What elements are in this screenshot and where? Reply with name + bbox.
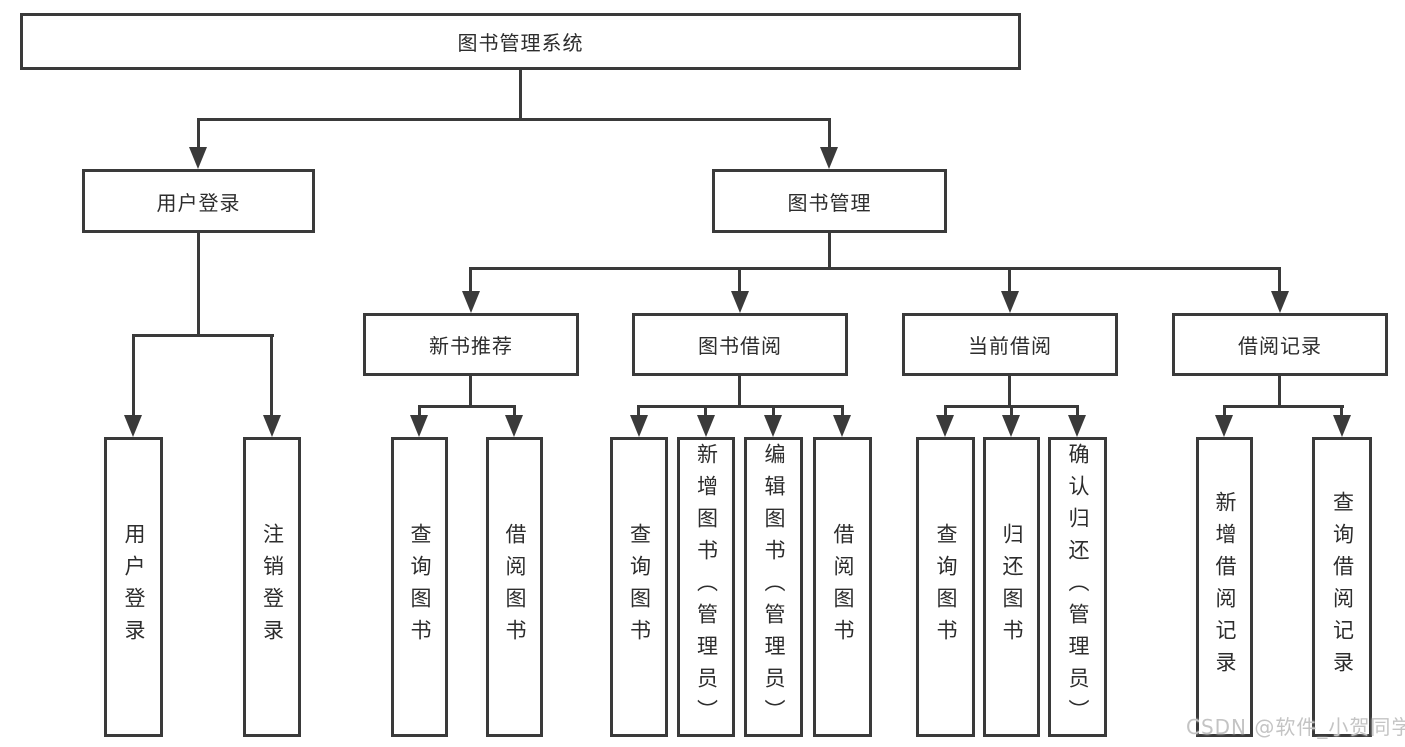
arrow-to-user-login-icon: [189, 147, 207, 169]
connector-to-user-login-line: [197, 118, 200, 150]
connector-to-leaf-add-record-line: [1223, 405, 1226, 419]
connector-book-management-stem: [828, 233, 831, 267]
arrow-to-current-borrowing-icon: [1001, 291, 1019, 313]
leaf-user-login-label: 用户登录: [122, 523, 146, 651]
node-book-borrowing: 图书借阅: [632, 313, 848, 376]
connector-root-crossbar: [197, 118, 831, 121]
leaf-edit-books-admin-label: 编辑图书（管理员）: [762, 443, 786, 731]
node-root-label: 图书管理系统: [457, 31, 584, 55]
leaf-borrow-books: 借阅图书: [813, 437, 872, 737]
csdn-watermark: CSDN @软件_小贺同学: [1186, 715, 1405, 739]
node-new-book-recommend-label: 新书推荐: [429, 334, 513, 358]
leaf-return-books: 归还图书: [983, 437, 1040, 737]
connector-to-leaf-add-books-line: [704, 405, 707, 419]
leaf-query-books-current-label: 查询图书: [934, 523, 958, 651]
connector-to-leaf-borrow-recommend-line: [513, 405, 516, 419]
leaf-return-books-label: 归还图书: [1000, 523, 1024, 651]
arrow-to-borrowing-records-icon: [1271, 291, 1289, 313]
leaf-query-books-recommend: 查询图书: [391, 437, 448, 737]
leaf-borrow-books-label: 借阅图书: [831, 523, 855, 651]
leaf-confirm-return-admin: 确认归还（管理员）: [1048, 437, 1107, 737]
leaf-query-books-borrowing-label: 查询图书: [627, 523, 652, 651]
leaf-add-books-admin: 新增图书（管理员）: [677, 437, 735, 737]
connector-user-login-stem: [197, 233, 200, 334]
connector-to-current-borrowing-line: [1008, 267, 1011, 293]
connector-to-leaf-query-current-line: [944, 405, 947, 419]
connector-new-book-recommend-stem: [469, 376, 472, 405]
arrow-to-leaf-add-record-icon: [1215, 415, 1233, 437]
leaf-borrow-books-recommend-label: 借阅图书: [503, 523, 527, 651]
leaf-user-login: 用户登录: [104, 437, 163, 737]
connector-to-leaf-query-recommend-line: [418, 405, 421, 419]
node-root: 图书管理系统: [20, 13, 1021, 70]
arrow-to-book-management-icon: [820, 147, 838, 169]
connector-book-borrowing-stem: [738, 376, 741, 405]
connector-to-leaf-logout-line: [270, 334, 273, 418]
leaf-add-borrow-record: 新增借阅记录: [1196, 437, 1253, 737]
arrow-to-leaf-edit-books-icon: [764, 415, 782, 437]
node-book-borrowing-label: 图书借阅: [698, 334, 782, 358]
connector-to-leaf-user-login-line: [132, 334, 135, 418]
node-new-book-recommend: 新书推荐: [363, 313, 579, 376]
arrow-to-leaf-query-current-icon: [936, 415, 954, 437]
arrow-to-leaf-query-record-icon: [1333, 415, 1351, 437]
connector-to-book-borrowing-line: [738, 267, 741, 293]
connector-to-leaf-edit-books-line: [772, 405, 775, 419]
connector-root-stem: [519, 70, 522, 118]
connector-to-new-book-recommend-line: [469, 267, 472, 293]
leaf-query-books-borrowing: 查询图书: [610, 437, 668, 737]
node-user-login: 用户登录: [82, 169, 315, 233]
node-borrowing-records: 借阅记录: [1172, 313, 1388, 376]
leaf-confirm-return-admin-label: 确认归还（管理员）: [1066, 443, 1090, 731]
connector-borrowing-records-crossbar: [1223, 405, 1344, 408]
leaf-logout: 注销登录: [243, 437, 301, 737]
arrow-to-leaf-query-recommend-icon: [410, 415, 428, 437]
arrow-to-new-book-recommend-icon: [462, 291, 480, 313]
arrow-to-leaf-return-books-icon: [1002, 415, 1020, 437]
leaf-edit-books-admin: 编辑图书（管理员）: [744, 437, 803, 737]
leaf-query-borrow-record-label: 查询借阅记录: [1330, 491, 1355, 683]
connector-current-borrowing-stem: [1008, 376, 1011, 405]
node-current-borrowing: 当前借阅: [902, 313, 1118, 376]
arrow-to-leaf-logout-icon: [263, 415, 281, 437]
connector-borrowing-records-stem: [1278, 376, 1281, 405]
connector-to-borrowing-records-line: [1278, 267, 1281, 293]
connector-to-leaf-query-record-line: [1340, 405, 1343, 419]
connector-to-leaf-query-borrowing-line: [637, 405, 640, 419]
node-book-management-label: 图书管理: [787, 190, 872, 215]
leaf-query-borrow-record: 查询借阅记录: [1312, 437, 1372, 737]
connector-to-leaf-borrow-books-line: [841, 405, 844, 419]
leaf-logout-label: 注销登录: [260, 523, 285, 651]
connector-book-management-crossbar: [469, 267, 1281, 270]
arrow-to-leaf-borrow-recommend-icon: [505, 415, 523, 437]
connector-user-login-crossbar: [132, 334, 274, 337]
node-user-login-label: 用户登录: [156, 190, 241, 215]
arrow-to-leaf-borrow-books-icon: [833, 415, 851, 437]
node-current-borrowing-label: 当前借阅: [968, 334, 1052, 358]
arrow-to-leaf-add-books-icon: [697, 415, 715, 437]
connector-new-book-recommend-crossbar: [418, 405, 516, 408]
arrow-to-leaf-confirm-return-icon: [1068, 415, 1086, 437]
leaf-query-books-recommend-label: 查询图书: [408, 523, 432, 651]
connector-book-borrowing-crossbar: [637, 405, 844, 408]
connector-to-leaf-return-books-line: [1010, 405, 1013, 419]
connector-to-leaf-confirm-return-line: [1076, 405, 1079, 419]
connector-to-book-management-line: [828, 118, 831, 150]
leaf-add-books-admin-label: 新增图书（管理员）: [694, 443, 719, 731]
arrow-to-leaf-user-login-icon: [124, 415, 142, 437]
arrow-to-book-borrowing-icon: [731, 291, 749, 313]
node-book-management: 图书管理: [712, 169, 947, 233]
leaf-query-books-current: 查询图书: [916, 437, 975, 737]
leaf-add-borrow-record-label: 新增借阅记录: [1213, 491, 1237, 683]
leaf-borrow-books-recommend: 借阅图书: [486, 437, 543, 737]
node-borrowing-records-label: 借阅记录: [1238, 334, 1322, 358]
arrow-to-leaf-query-borrowing-icon: [630, 415, 648, 437]
